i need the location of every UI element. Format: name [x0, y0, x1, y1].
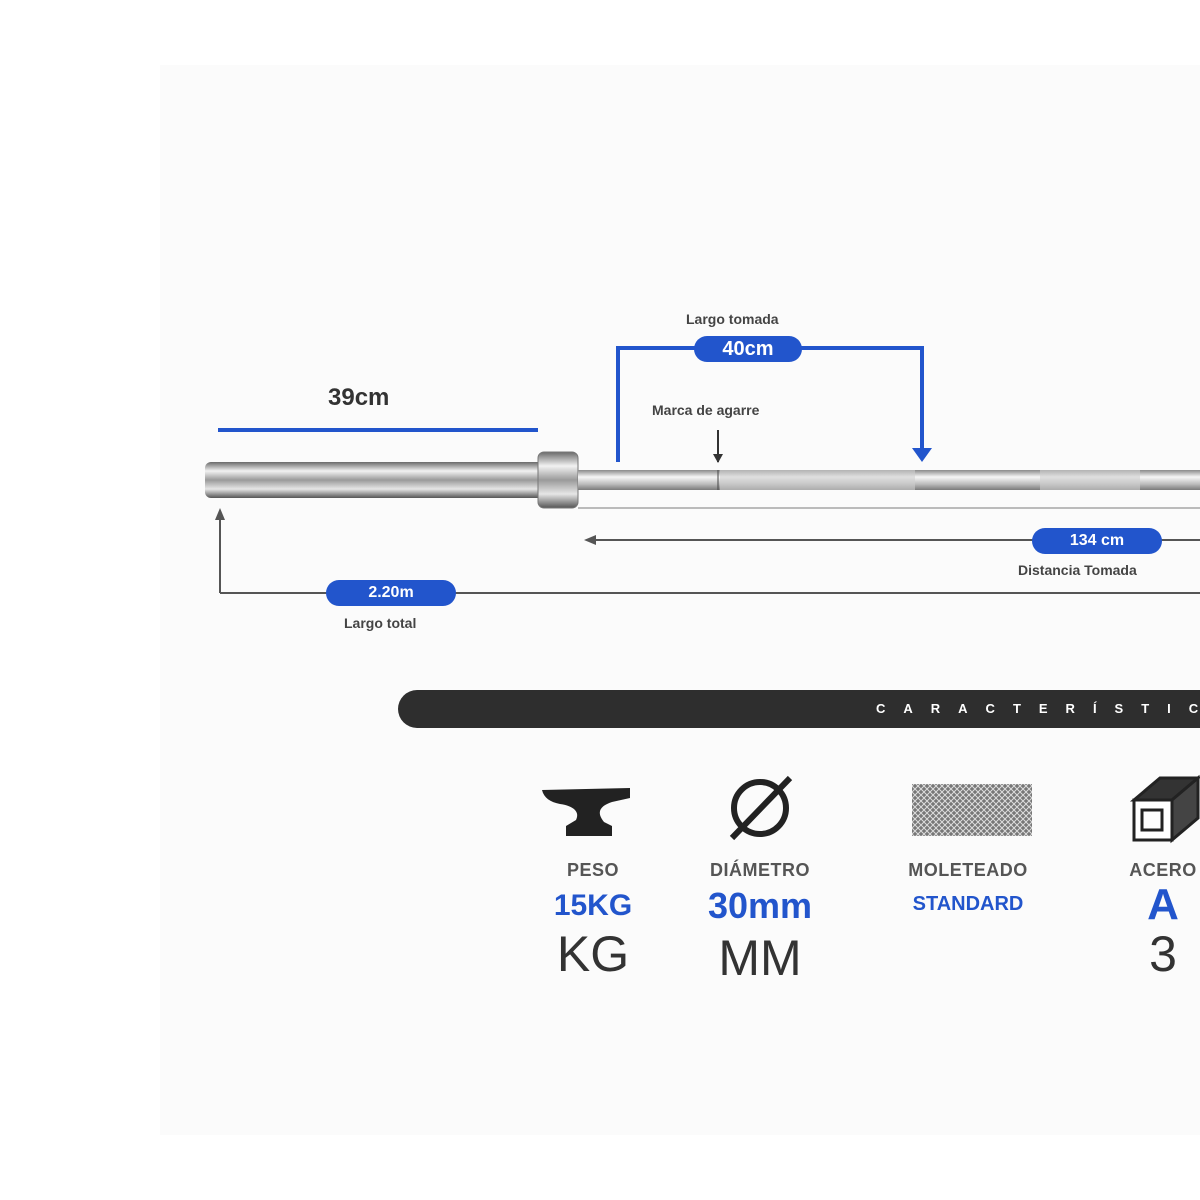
grip-length-title: Largo tomada [686, 311, 779, 327]
total-length-badge: 2.20m [326, 580, 456, 606]
spec-knurling-label: MOLETEADO [908, 860, 1028, 880]
spec-diameter-unit: MM [718, 930, 802, 986]
spec-diameter-value: 30mm [707, 885, 813, 926]
anvil-icon [542, 788, 630, 836]
grip-distance-arrowhead [584, 535, 596, 545]
spec-steel-unit: 3 [1149, 926, 1177, 982]
spec-diameter-label: DIÁMETRO [710, 860, 810, 880]
characteristics-header: CARACTERÍSTICAS [398, 690, 1200, 728]
grip-distance-label: Distancia Tomada [1018, 562, 1137, 578]
bracket-arrowhead [912, 448, 932, 462]
spec-steel-label: ACERO [1129, 860, 1197, 880]
knurling-segment [720, 470, 915, 490]
spec-weight-value: 15KG [553, 889, 633, 922]
knurling-segment [1040, 470, 1140, 490]
steel-beam-icon [1129, 774, 1200, 844]
knurling-icon [912, 784, 1032, 836]
spec-steel: ACERO A 3 [1118, 860, 1200, 979]
spec-steel-value: A [1147, 880, 1179, 929]
sleeve-length-label: 39cm [328, 384, 390, 411]
grip-mark-label: Marca de agarre [652, 402, 760, 418]
spec-knurling-value: STANDARD [912, 893, 1024, 915]
spec-weight: PESO 15KG KG [523, 860, 663, 983]
spec-knurling: MOLETEADO STANDARD [886, 860, 1050, 916]
diameter-icon [729, 775, 793, 841]
spec-diameter: DIÁMETRO 30mm MM [690, 860, 830, 987]
barbell-collar [537, 451, 579, 509]
total-length-label: Largo total [344, 615, 417, 631]
spec-weight-label: PESO [566, 860, 620, 880]
barbell-sleeve [205, 462, 545, 498]
grip-distance-badge: 134 cm [1032, 528, 1162, 554]
spec-weight-unit: KG [556, 926, 630, 982]
total-length-arrowhead [215, 508, 225, 520]
grip-length-badge: 40cm [694, 336, 802, 362]
grip-mark-arrowhead [713, 454, 723, 463]
